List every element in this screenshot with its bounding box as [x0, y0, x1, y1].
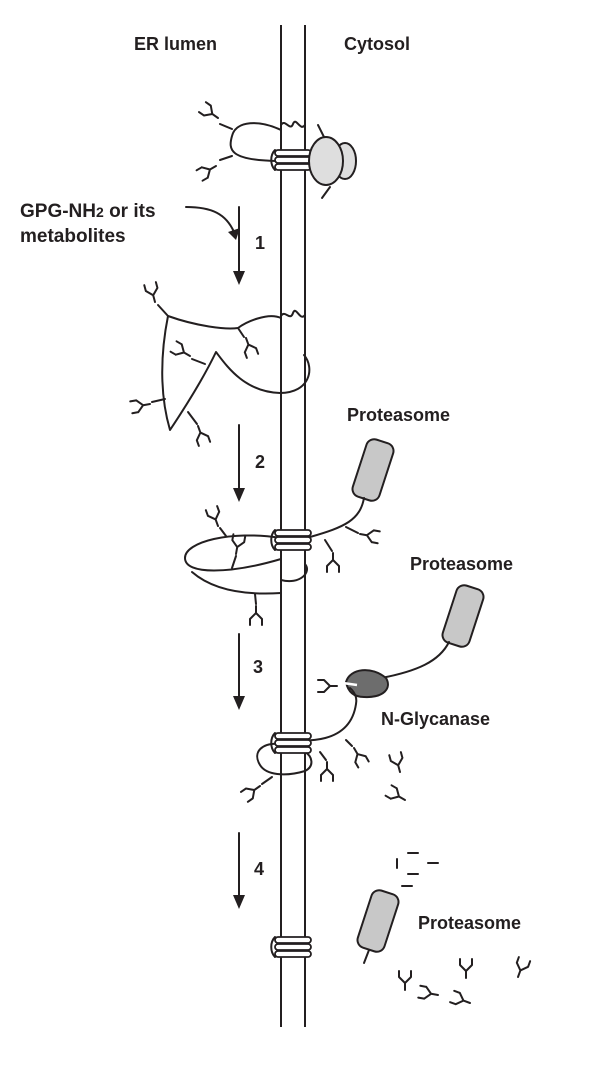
drug-input-arrow	[185, 206, 240, 240]
proteasome-1	[309, 438, 395, 538]
glycoprotein-stage-2	[184, 505, 381, 626]
proteasome-label-2: Proteasome	[410, 554, 513, 574]
er-lumen-label: ER lumen	[134, 34, 217, 54]
drug-label-line1: GPG-NH2 or its	[20, 201, 156, 222]
proteasome-3	[356, 889, 400, 964]
step-arrow-3	[233, 633, 245, 710]
translocon-channel-3	[270, 732, 312, 754]
n-glycanase-label: N-Glycanase	[381, 709, 490, 729]
translocon-channel-2	[270, 529, 312, 551]
n-glycanase-enzyme	[317, 669, 389, 699]
translocon-channel-0	[270, 149, 312, 171]
peptide-fragments	[396, 852, 439, 887]
step-number-2: 2	[255, 452, 265, 472]
step-arrow-1	[233, 206, 245, 285]
ribosome	[308, 124, 357, 199]
step-arrow-2	[233, 424, 245, 502]
released-glycans-stage-3	[384, 751, 409, 807]
proteasome-label-3: Proteasome	[418, 913, 521, 933]
released-glycans-stage-4	[398, 956, 532, 1010]
step-number-4: 4	[254, 859, 264, 879]
step-arrow-4	[233, 832, 245, 909]
step-number-3: 3	[253, 657, 263, 677]
proteasome-label-1: Proteasome	[347, 405, 450, 425]
proteasome-2	[369, 584, 485, 681]
unfolded-glycoprotein-stage-1	[129, 281, 311, 447]
step-number-1: 1	[255, 233, 265, 253]
translocon-channel-4	[270, 936, 312, 958]
drug-label-line2: metabolites	[20, 226, 126, 247]
cytosol-label: Cytosol	[344, 34, 410, 54]
glycoprotein-stage-0	[195, 101, 306, 182]
